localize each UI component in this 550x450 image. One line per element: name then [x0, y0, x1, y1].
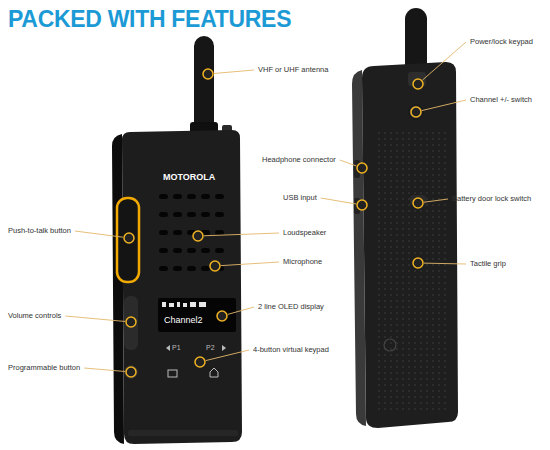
- callout-label: Microphone: [283, 258, 322, 267]
- callout-dot: [357, 163, 367, 173]
- callout-label: Loudspeaker: [283, 229, 326, 238]
- callout-dot: [193, 231, 203, 241]
- leader-line: [84, 368, 125, 371]
- callout-dot: [203, 69, 213, 79]
- callout-dot: [217, 311, 227, 321]
- callout-label: VHF or UHF antenna: [258, 66, 328, 75]
- callout-dot: [411, 107, 421, 117]
- key-label: P1: [172, 344, 181, 352]
- callout-dot: [126, 317, 136, 327]
- leader-line: [423, 42, 466, 80]
- callout-dot: [210, 261, 220, 271]
- callout-label: Headphone connector: [262, 156, 336, 165]
- back-radio: [352, 8, 458, 428]
- callout-label: Tactile grip: [470, 260, 506, 269]
- leader-line: [214, 70, 254, 73]
- callout-label: Power/lock keypad: [470, 38, 533, 47]
- callout-dot: [124, 233, 134, 243]
- callout-dot: [357, 200, 367, 210]
- callout-label: Programmable button: [8, 364, 80, 373]
- callout-label: Battery door lock switch: [452, 195, 531, 204]
- front-radio: [112, 36, 242, 444]
- key-label: P2: [206, 344, 215, 352]
- callout-dot: [413, 79, 423, 89]
- callout-dot: [413, 198, 423, 208]
- callout-label: USB input: [283, 194, 317, 203]
- callout-label: 2 line OLED display: [258, 303, 324, 312]
- callout-label: 4-button virtual keypad: [253, 346, 329, 355]
- leader-line: [340, 160, 357, 166]
- callout-dot: [126, 367, 136, 377]
- leader-line: [221, 262, 279, 266]
- leader-line: [424, 199, 448, 202]
- callout-label: Volume controls: [8, 312, 61, 321]
- callout-dot: [413, 258, 423, 268]
- leader-line: [206, 350, 249, 361]
- callout-label: Push-to-talk button: [8, 227, 71, 236]
- page-title: PACKED WITH FEATURES: [8, 6, 291, 33]
- leader-line: [204, 233, 279, 236]
- callout-label: Channel +/- switch: [470, 96, 532, 105]
- brand-text: MOTOROLA: [163, 172, 215, 182]
- leader-line: [424, 263, 466, 265]
- callout-dot: [195, 357, 205, 367]
- leader-line: [75, 231, 123, 237]
- leader-line: [422, 100, 466, 111]
- leader-line: [65, 316, 125, 321]
- leader-line: [228, 307, 254, 314]
- display-text: Channel2: [164, 315, 203, 325]
- leader-line: [321, 198, 356, 204]
